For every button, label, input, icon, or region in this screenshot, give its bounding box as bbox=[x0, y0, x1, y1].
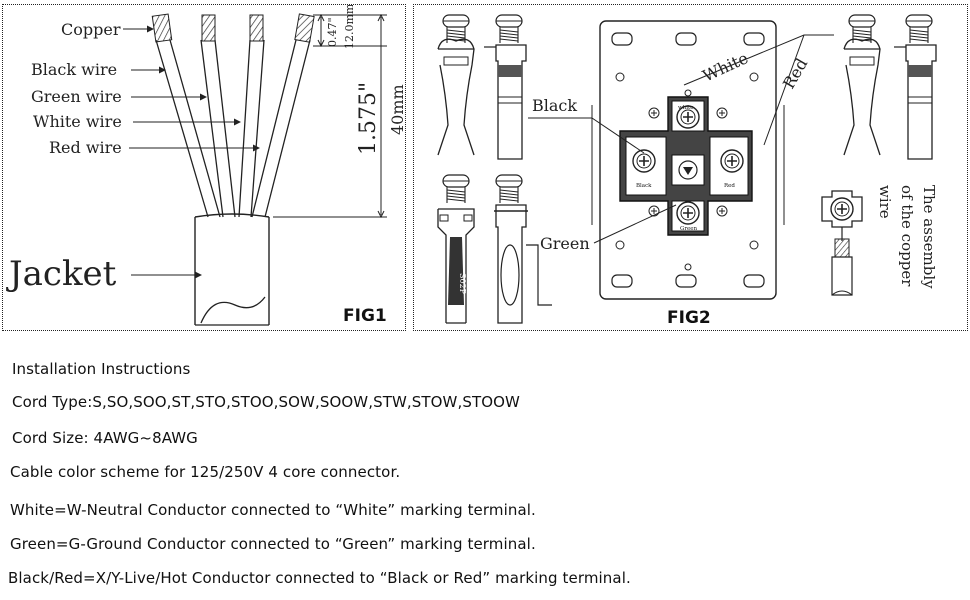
cord-size: Cord Size: 4AWG~8AWG bbox=[12, 429, 198, 447]
label-jacket: Jacket bbox=[6, 254, 117, 294]
dim-length-mm: 40mm bbox=[388, 84, 407, 135]
fig2-caption: FIG2 bbox=[667, 308, 711, 328]
white-conductor: White=W-Neutral Conductor connected to “… bbox=[10, 501, 536, 519]
dim-strip-in: 0.47" bbox=[326, 17, 339, 47]
fig2-drawing: S02P bbox=[437, 14, 938, 328]
fig1-drawing: Copper Black wire Green wire White wire … bbox=[6, 5, 407, 326]
svg-text:of the copper: of the copper bbox=[898, 185, 916, 287]
wire-green bbox=[200, 14, 236, 218]
label-red-wire: Red wire bbox=[49, 138, 122, 157]
fig2-label-green: Green bbox=[540, 234, 590, 253]
cord-type: Cord Type:S,SO,SOO,ST,STO,STOO,SOW,SOOW,… bbox=[12, 393, 520, 411]
fig2-panel: S02P bbox=[413, 4, 968, 331]
black-red-conductor: Black/Red=X/Y-Live/Hot Conductor connect… bbox=[8, 569, 631, 587]
dim-length-in: 1.575" bbox=[356, 82, 381, 155]
clamp-right-front bbox=[843, 14, 881, 156]
clamp-bottom-front: S02P bbox=[437, 174, 475, 324]
clamp-top-side bbox=[484, 14, 527, 160]
fig2-label-black: Black bbox=[532, 96, 577, 115]
green-conductor: Green=G-Ground Conductor connected to “G… bbox=[10, 535, 536, 553]
installation-instructions: Installation Instructions Cord Type:S,SO… bbox=[0, 352, 970, 600]
label-copper: Copper bbox=[61, 20, 121, 39]
part-mark: S02P bbox=[458, 273, 467, 295]
dim-strip-mm: 12.0mm bbox=[343, 5, 356, 49]
wire-assembly bbox=[821, 190, 863, 296]
wire-black bbox=[151, 13, 221, 218]
svg-text:wire: wire bbox=[876, 185, 894, 219]
fig1-panel: Copper Black wire Green wire White wire … bbox=[2, 4, 407, 331]
wire-red bbox=[251, 13, 315, 218]
fig1-caption: FIG1 bbox=[343, 306, 387, 326]
label-white-wire: White wire bbox=[33, 112, 122, 131]
assembly-note: The assembly of the copper wire bbox=[876, 185, 938, 289]
dimension-lines bbox=[273, 13, 387, 219]
jacket bbox=[194, 213, 270, 326]
label-black-wire: Black wire bbox=[31, 60, 117, 79]
clamp-bottom-side bbox=[494, 174, 552, 324]
mark-green: Green bbox=[680, 226, 698, 232]
color-scheme: Cable color scheme for 125/250V 4 core c… bbox=[10, 463, 401, 481]
fig2-label-red: Red bbox=[779, 55, 811, 92]
svg-text:The assembly: The assembly bbox=[920, 185, 938, 289]
clamp-top-front bbox=[437, 14, 475, 156]
mark-red: Red bbox=[724, 183, 735, 189]
wire-white bbox=[238, 14, 265, 218]
connector-base: white Black Red Green bbox=[591, 20, 785, 300]
clamp-right-side bbox=[894, 14, 937, 160]
mark-black: Black bbox=[636, 183, 652, 189]
label-green-wire: Green wire bbox=[31, 87, 122, 106]
mark-white: white bbox=[678, 105, 693, 111]
instructions-title: Installation Instructions bbox=[12, 360, 191, 378]
